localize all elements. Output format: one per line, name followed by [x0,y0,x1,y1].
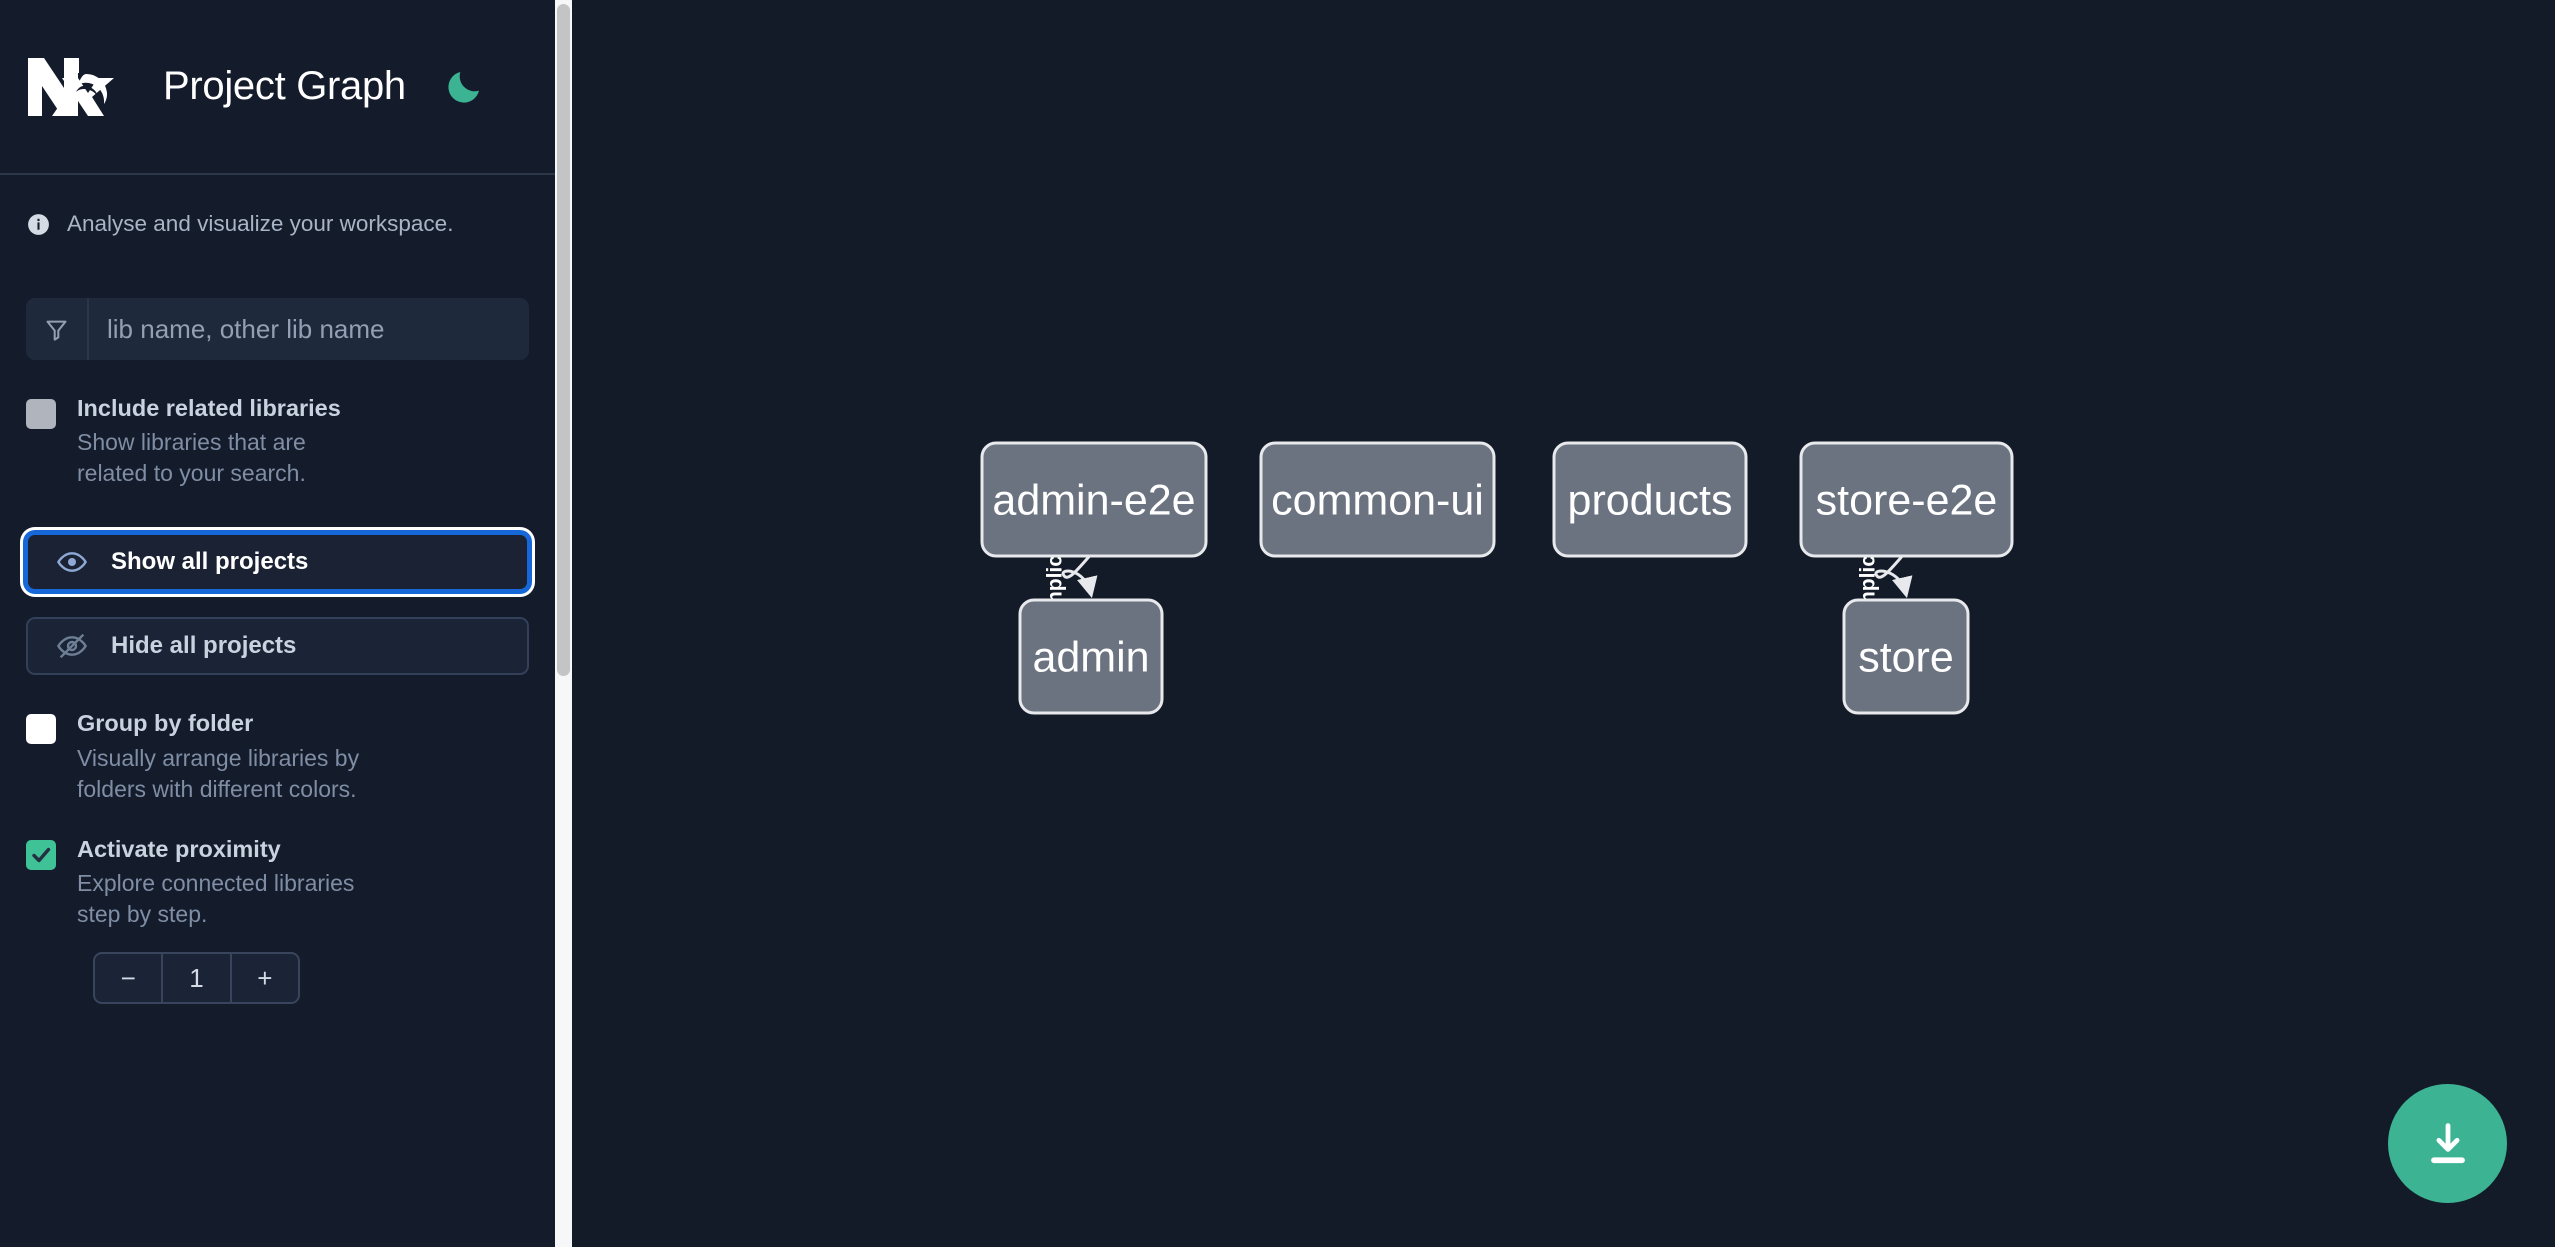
page-title: Project Graph [163,64,406,108]
node-layer: admin-e2e common-ui products store-e2e admin… [980,441,2014,715]
funnel-icon-cell [26,298,89,360]
sidebar-body: Analyse and visualize your workspace. In… [0,175,555,1005]
graph-canvas[interactable]: implicit implicit admin-e2e common-ui produ… [572,0,2555,1247]
sidebar: Project Graph Analyse and visualize your… [0,0,555,1247]
checkmark-icon [32,847,51,863]
tagline-text: Analyse and visualize your workspace. [67,211,454,236]
graph-node[interactable]: store [1842,598,1970,715]
show-all-projects-label: Show all projects [111,548,309,576]
info-icon [28,213,49,235]
proximity-stepper: − 1 + [93,952,300,1005]
graph-node-label: admin-e2e [992,477,1195,525]
proximity-increment-button[interactable]: + [229,954,298,1003]
graph-node-box[interactable] [1259,441,1496,558]
visibility-button-group: Show all projects Hide all projects [26,533,529,676]
graph-node-box[interactable] [1018,598,1164,715]
nx-logo-icon [28,57,114,116]
graph-node[interactable]: common-ui [1259,441,1496,558]
proximity-decrement-button[interactable]: − [120,962,136,993]
graph-node[interactable]: admin-e2e [980,441,1208,558]
group-by-folder-option[interactable]: Group by folder Visually arrange librari… [26,709,529,804]
edge-layer: implicit implicit [1044,542,1913,616]
include-related-libraries-checkbox[interactable] [26,399,56,429]
show-all-projects-button[interactable]: Show all projects [26,533,529,592]
graph-edge-label: implicit [1856,542,1879,616]
filter-field[interactable] [26,298,529,360]
graph-node-label: store [1858,634,1954,682]
graph-node-box[interactable] [980,441,1208,558]
download-icon [2430,1122,2465,1163]
activate-proximity-description: Explore connected libraries step by step… [77,870,355,928]
sidebar-scrollbar-thumb[interactable] [557,4,570,676]
include-related-libraries-option[interactable]: Include related libraries Show libraries… [26,394,529,489]
activate-proximity-option[interactable]: Activate proximity Explore connected lib… [26,835,529,930]
graph-node[interactable]: products [1552,441,1748,558]
graph-edge [1061,555,1098,599]
graph-edge [1874,555,1913,599]
include-related-libraries-description: Show libraries that are related to your … [77,429,306,487]
eye-off-icon [57,634,87,659]
graph-node-label: store-e2e [1816,477,1998,525]
proximity-value: 1 [161,954,229,1003]
moon-icon[interactable] [444,67,484,107]
graph-node-box[interactable] [1552,441,1748,558]
group-by-folder-description: Visually arrange libraries by folders wi… [77,744,360,802]
hide-all-projects-label: Hide all projects [111,632,297,660]
eye-icon [57,552,87,573]
sidebar-header: Project Graph [0,0,555,175]
funnel-icon [46,320,67,341]
group-by-folder-checkbox[interactable] [26,714,56,745]
tagline-row: Analyse and visualize your workspace. [26,175,529,273]
download-image-button[interactable] [2388,1084,2507,1203]
graph-node[interactable]: admin [1018,598,1164,715]
graph-node-label: admin [1032,634,1149,682]
activate-proximity-checkbox[interactable] [26,839,56,870]
graph-edge-label: implicit [1044,542,1067,616]
activate-proximity-label: Activate proximity [77,835,281,862]
search-input[interactable] [89,298,529,360]
include-related-libraries-label: Include related libraries [77,395,341,421]
hide-all-projects-button[interactable]: Hide all projects [26,617,529,676]
graph-node[interactable]: store-e2e [1799,441,2014,558]
graph-node-box[interactable] [1842,598,1970,715]
graph-svg: implicit implicit admin-e2e common-ui produ… [980,441,2014,715]
graph-node-box[interactable] [1799,441,2014,558]
group-by-folder-label: Group by folder [77,710,254,737]
graph-node-label: common-ui [1271,477,1484,525]
graph-node-label: products [1568,477,1733,525]
